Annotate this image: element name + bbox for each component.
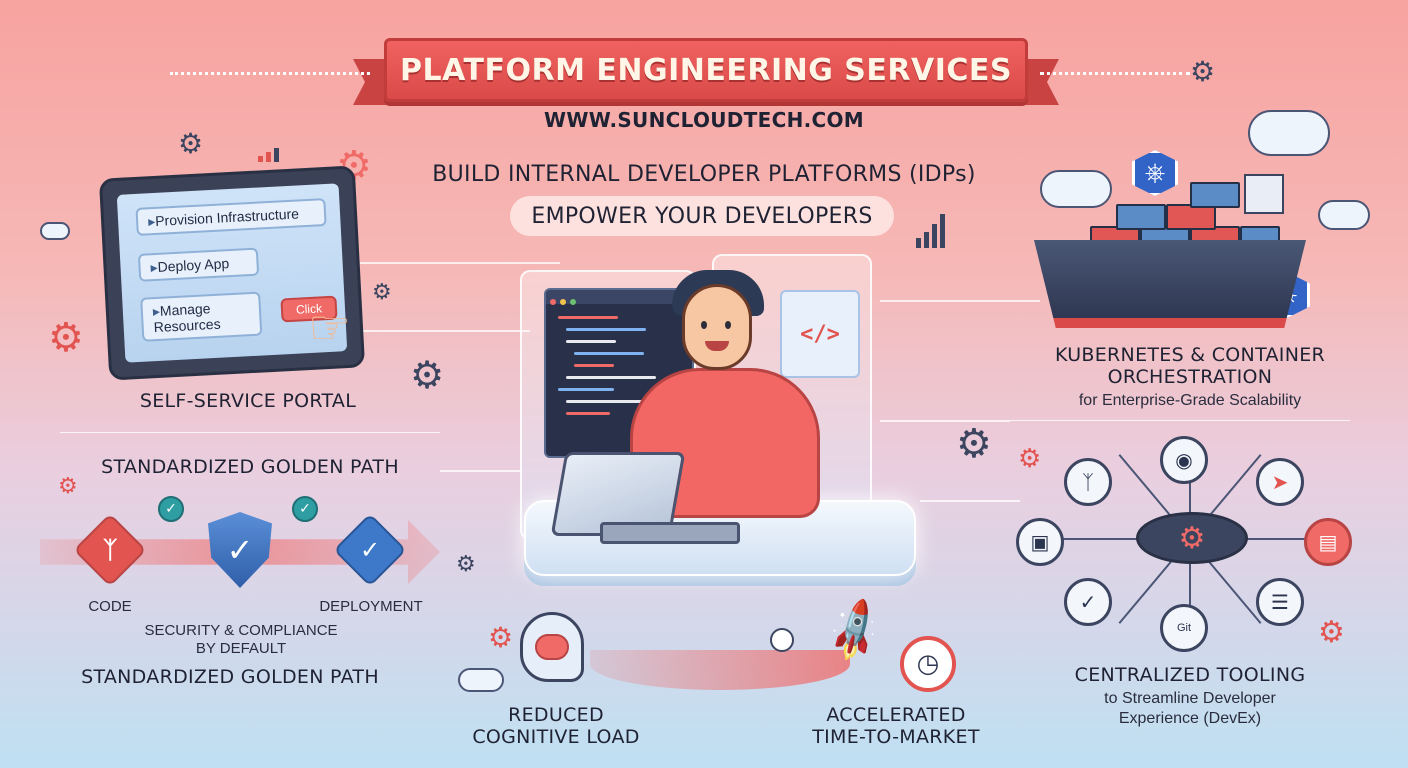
gear-icon: ⚙ [956, 421, 992, 467]
cloud-icon [1318, 200, 1370, 230]
browser-window-icon: ▣ [1016, 518, 1064, 566]
gear-icon: ⚙ [410, 353, 445, 397]
circuit-line [880, 420, 1010, 422]
git-cloud-icon: Git [1160, 604, 1208, 652]
security-label-line2: BY DEFAULT [195, 640, 287, 657]
clock-icon: ◷ [900, 636, 956, 692]
check-icon: ✓ [1064, 578, 1112, 626]
circuit-line [880, 300, 1040, 302]
hub-center-gear-icon: ⚙ [1136, 512, 1248, 564]
page-title: PLATFORM ENGINEERING SERVICES [400, 52, 1012, 88]
cloud-icon [1248, 110, 1330, 156]
bar-chart-icon [258, 148, 279, 162]
self-service-caption: SELF-SERVICE PORTAL [139, 390, 357, 412]
rocket-icon: ➤ [1256, 458, 1304, 506]
reduced-load-line2: COGNITIVE LOAD [472, 726, 640, 748]
reduced-load-line1: REDUCED [508, 704, 604, 726]
checklist-icon: ☰ [1256, 578, 1304, 626]
head-profile-icon [520, 612, 584, 682]
git-node-label: Git [1176, 622, 1192, 634]
cloud-icon [1040, 170, 1112, 208]
ship-hull [1034, 240, 1306, 328]
circuit-line [360, 330, 530, 332]
dotted-line [1040, 72, 1190, 75]
ship-bridge [1244, 174, 1284, 214]
golden-path-title-top: STANDARDIZED GOLDEN PATH [101, 456, 399, 478]
bar-chart-icon [916, 214, 945, 248]
git-branch-icon: ᛉ [1064, 458, 1112, 506]
ribbon-left [353, 59, 393, 105]
subheadline: EMPOWER YOUR DEVELOPERS [531, 204, 873, 229]
gear-icon: ⚙ [1018, 444, 1042, 474]
circuit-line [360, 262, 560, 264]
circuit-line [920, 500, 1020, 502]
shield-check-icon: ✓ [208, 512, 272, 588]
window-titlebar [546, 290, 692, 305]
document-icon: ▤ [1304, 518, 1352, 566]
progress-swoosh [590, 650, 850, 690]
menu-manage-resources[interactable]: Manage Resources [140, 291, 263, 342]
menu-provision-infrastructure[interactable]: Provision Infrastructure [135, 198, 327, 236]
deployment-label: DEPLOYMENT [319, 598, 423, 615]
title-banner: PLATFORM ENGINEERING SERVICES [353, 38, 1059, 105]
website-url[interactable]: WWW.SUNCLOUDTECH.COM [544, 108, 864, 132]
golden-path-title-bottom: STANDARDIZED GOLDEN PATH [81, 666, 379, 688]
tooling-subtitle-line2: Experience (DevEx) [1118, 710, 1262, 727]
menu-deploy-app[interactable]: Deploy App [137, 247, 260, 282]
gear-icon: ⚙ [456, 552, 476, 577]
brain-icon [535, 634, 569, 660]
hub-connector [1190, 538, 1330, 540]
cloud-icon [458, 668, 504, 692]
gear-icon: ⚙ [488, 621, 514, 654]
gear-icon: ⚙ [58, 474, 78, 499]
tooling-subtitle-line1: to Streamline Developer [1104, 690, 1276, 707]
container-box [1116, 204, 1166, 230]
small-clock-icon [770, 628, 794, 652]
gear-icon: ⚙ [1318, 615, 1345, 650]
deployment-check-icon: ✓ [333, 513, 407, 587]
gear-icon: ⚙ [372, 280, 392, 305]
headline: BUILD INTERNAL DEVELOPER PLATFORMS (IDPs… [432, 162, 976, 187]
gear-icon: ⚙ [48, 315, 84, 361]
git-branch-icon: ᛉ [73, 513, 147, 587]
security-label-line1: SECURITY & COMPLIANCE [144, 622, 338, 639]
accelerated-line1: ACCELERATED [826, 704, 966, 726]
check-icon: ✓ [292, 496, 318, 522]
check-icon: ✓ [158, 496, 184, 522]
code-tag-window: </> [780, 290, 860, 378]
gear-icon: ⚙ [1190, 55, 1216, 88]
code-label: CODE [88, 598, 132, 615]
accelerated-line2: TIME-TO-MARKET [812, 726, 980, 748]
github-icon: ◉ [1160, 436, 1208, 484]
dotted-line [170, 72, 370, 75]
circuit-line [440, 470, 520, 472]
section-divider [60, 432, 440, 433]
kubernetes-icon: ⎈ [1132, 150, 1178, 196]
kubernetes-title-line2: ORCHESTRATION [1107, 366, 1273, 388]
gear-icon: ⚙ [178, 127, 204, 160]
kubernetes-title-line1: KUBERNETES & CONTAINER [1054, 344, 1326, 366]
cloud-icon [40, 222, 70, 240]
laptop-keyboard [600, 522, 740, 544]
hand-pointer-icon: ☞ [308, 300, 352, 356]
container-box [1190, 182, 1240, 208]
developer-head [682, 284, 752, 370]
tooling-title: CENTRALIZED TOOLING [1074, 664, 1306, 686]
kubernetes-subtitle: for Enterprise-Grade Scalability [1078, 392, 1302, 409]
ribbon-right [1019, 59, 1059, 105]
subheadline-pill [510, 196, 894, 236]
section-divider [1010, 420, 1350, 421]
